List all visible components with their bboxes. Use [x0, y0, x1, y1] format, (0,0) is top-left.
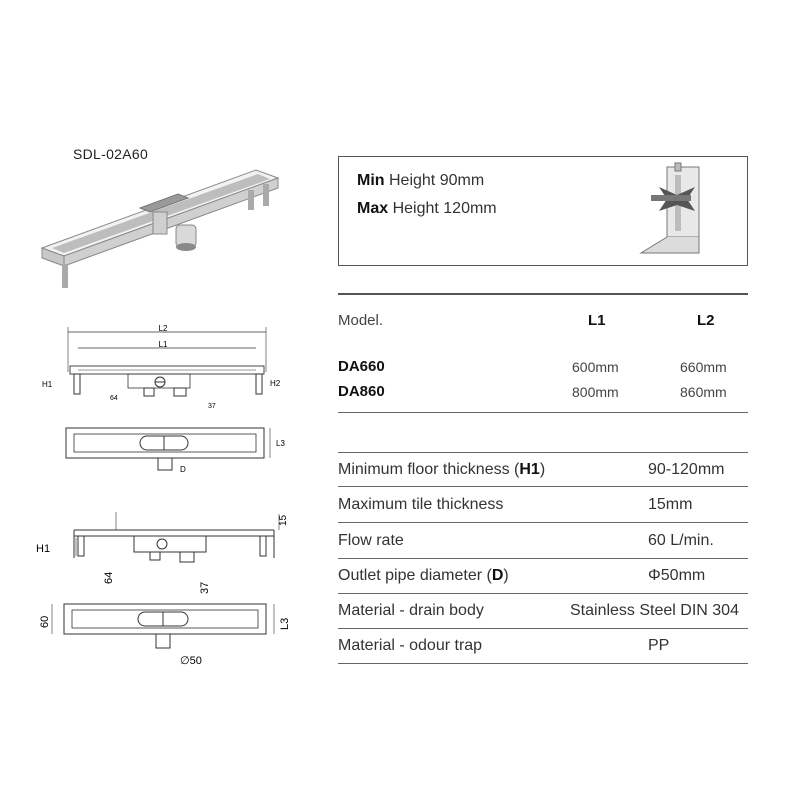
label-h1: H1	[42, 380, 53, 389]
label-15: 15	[278, 514, 289, 526]
spec-value: Stainless Steel DIN 304	[570, 602, 739, 619]
spec-label: Outlet pipe diameter (D)	[338, 567, 509, 584]
divider-top	[338, 293, 748, 295]
spec-value: 60 L/min.	[648, 532, 714, 549]
spec-value: 90-120mm	[648, 461, 725, 478]
spec-label: Minimum floor thickness (H1)	[338, 461, 546, 478]
spec-rule-3	[338, 558, 748, 559]
label-l2: L2	[159, 324, 168, 333]
label-dia50: ∅50	[180, 655, 202, 667]
side-elevation-drawing: L2 L1 H1 H2 64 37	[42, 324, 281, 410]
side-elevation-drawing-2: 15 H1 64 37	[36, 512, 289, 594]
height-adjust-bracket-image	[639, 162, 700, 254]
max-word: Max	[357, 200, 389, 217]
models-header-l1: L1	[588, 312, 606, 329]
min-height-text: Height 90mm	[384, 172, 485, 189]
label-37: 37	[208, 403, 216, 410]
label-64: 64	[110, 395, 118, 402]
model-da860: DA860	[338, 383, 385, 400]
spec-label: Material - drain body	[338, 602, 484, 619]
label-l3: L3	[276, 439, 285, 448]
divider-models	[338, 412, 748, 413]
spec-row-body-material: Material - drain body Stainless Steel DI…	[338, 602, 748, 637]
min-height-line: Min Height 90mm	[357, 172, 484, 190]
label-h2: H2	[270, 379, 281, 388]
spec-row-tile-thickness: Maximum tile thickness 15mm	[338, 496, 748, 531]
spec-rule-4	[338, 593, 748, 594]
drain-product-image	[40, 169, 280, 288]
spec-row-floor-thickness: Minimum floor thickness (H1) 90-120mm	[338, 461, 748, 496]
label-60: 60	[39, 616, 51, 628]
model-da660: DA660	[338, 358, 385, 375]
max-height-line: Max Height 120mm	[357, 200, 497, 218]
spec-row-trap-material: Material - odour trap PP	[338, 637, 748, 672]
spec-rule-2	[338, 522, 748, 523]
label-h1-2: H1	[36, 543, 50, 555]
plan-view-drawing-2: 60 L3 ∅50	[39, 603, 291, 667]
models-header-model: Model.	[338, 312, 384, 329]
spec-rule-5	[338, 628, 748, 629]
spec-row-outlet-diameter: Outlet pipe diameter (D) Φ50mm	[338, 567, 748, 602]
model-da860-l1: 800mm	[572, 384, 619, 400]
spec-rule-1	[338, 486, 748, 487]
model-da660-l2: 660mm	[680, 359, 727, 375]
models-header-l2: L2	[697, 312, 715, 329]
spec-value: Φ50mm	[648, 567, 706, 584]
spec-label: Material - odour trap	[338, 637, 483, 654]
spec-value: PP	[648, 637, 670, 654]
height-range-box: Min Height 90mm Max Height 120mm	[338, 156, 748, 266]
plan-view-drawing: L3 D	[65, 427, 285, 474]
spec-rule-0	[338, 452, 748, 453]
model-da860-l2: 860mm	[680, 384, 727, 400]
max-height-text: Height 120mm	[388, 200, 497, 217]
label-d: D	[180, 465, 186, 474]
spec-rule-6	[338, 663, 748, 664]
spec-row-flow-rate: Flow rate 60 L/min.	[338, 532, 748, 567]
label-l3-2: L3	[279, 618, 291, 630]
model-da660-l1: 600mm	[572, 359, 619, 375]
spec-label: Flow rate	[338, 532, 404, 549]
label-37-2: 37	[199, 582, 211, 594]
spec-label: Maximum tile thickness	[338, 496, 504, 513]
product-model-code: SDL-02A60	[73, 146, 149, 162]
spec-value: 15mm	[648, 496, 693, 513]
min-word: Min	[357, 172, 385, 189]
label-l1: L1	[159, 340, 168, 349]
label-64-2: 64	[103, 572, 115, 584]
